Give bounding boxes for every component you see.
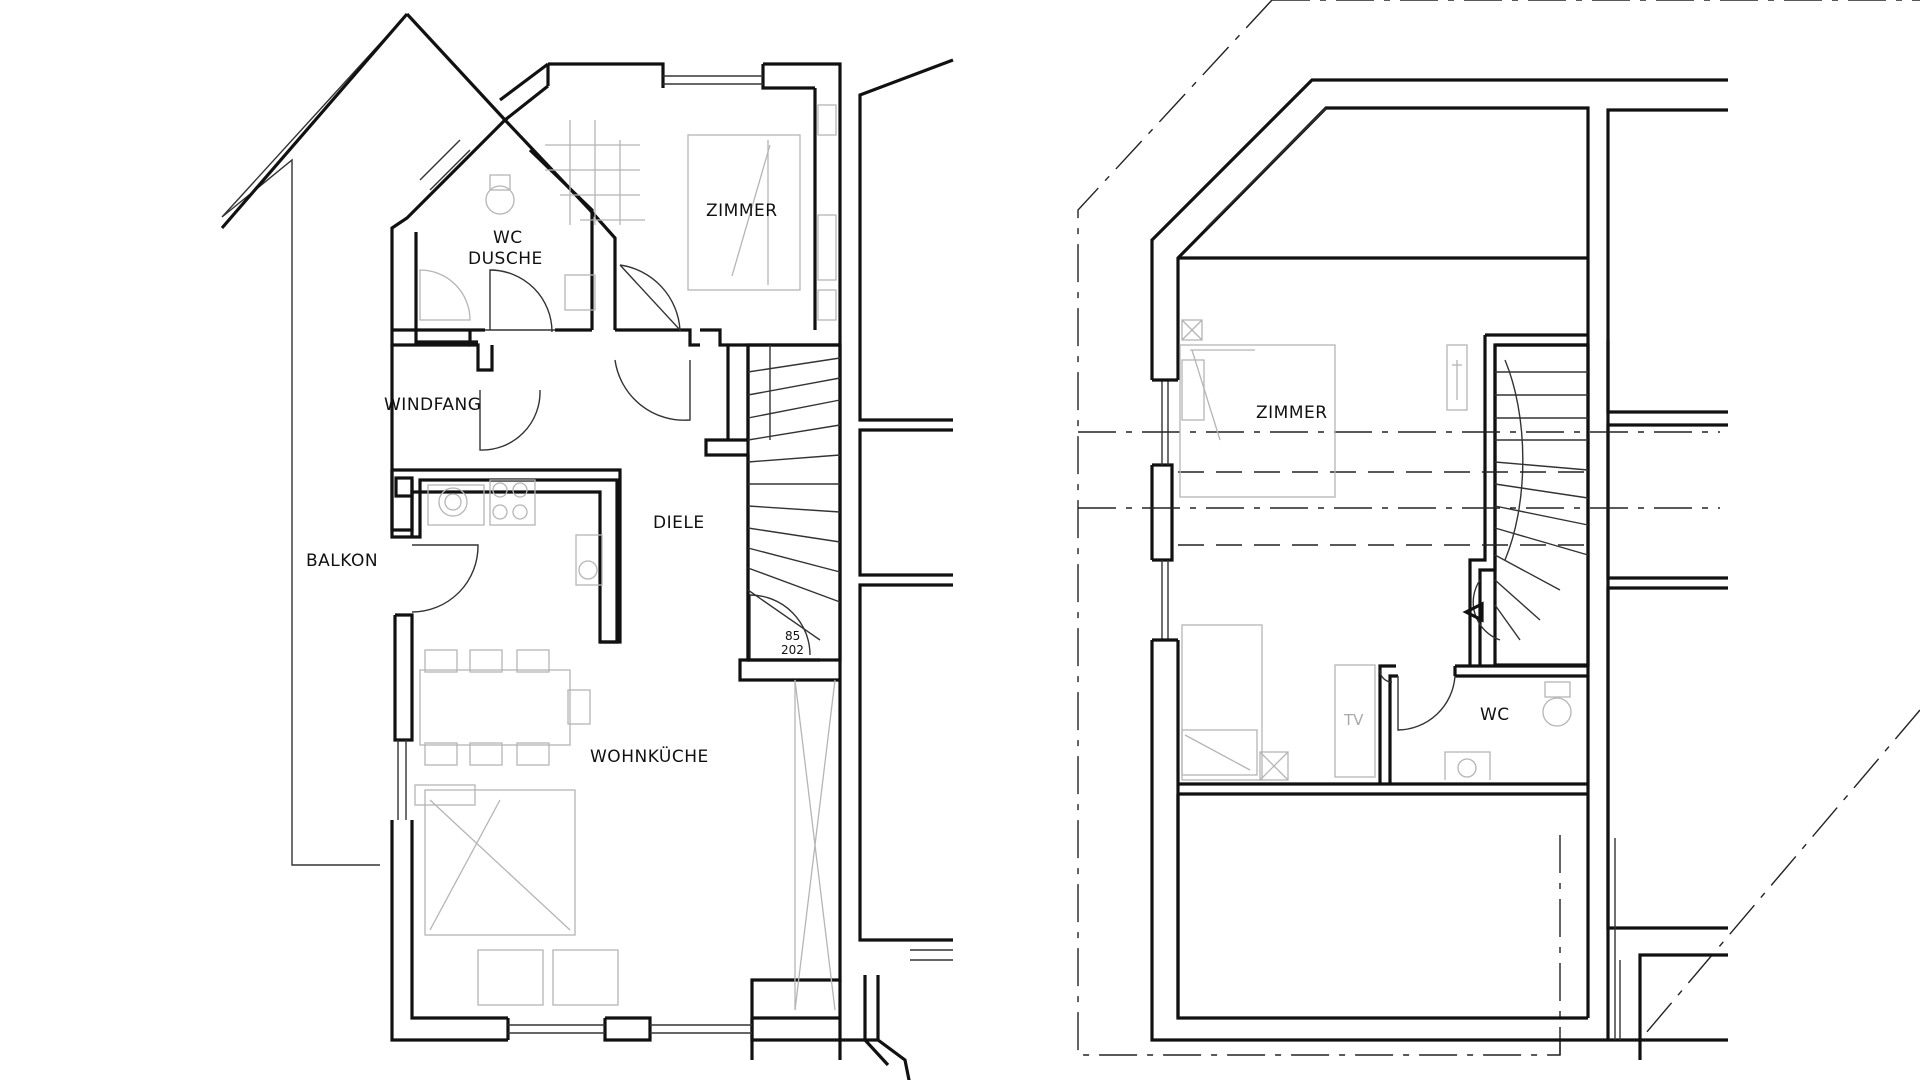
label-windfang: WINDFANG [384, 395, 481, 415]
label-zimmer-ground: ZIMMER [706, 201, 778, 221]
balcony-edge-inner [405, 12, 507, 122]
inner-walls [390, 328, 840, 682]
upper-inner-walls [1176, 333, 1588, 1018]
stove-burner-1 [438, 487, 468, 517]
outer-walls [390, 62, 911, 1080]
zimmer-door [619, 264, 681, 332]
upper-floor-plan: ZIMMER WC TV [1077, 0, 1920, 1060]
windfang-door [479, 389, 541, 451]
label-balkon: BALKON [306, 551, 378, 571]
bed-zimmer [687, 134, 801, 291]
ground-labels: WC DUSCHE ZIMMER WINDFANG DIELE BALKON W… [306, 201, 778, 767]
label-tv: TV [1343, 711, 1364, 729]
dining-table [419, 669, 571, 746]
upper-stairs [1462, 343, 1590, 667]
upper-labels: ZIMMER WC TV [1256, 403, 1510, 729]
neighbour-walls [858, 58, 954, 961]
stair-dimension-top: 85 [785, 629, 800, 643]
electric-panel [394, 476, 414, 498]
sink-wc [564, 274, 596, 311]
kitchen-sink [575, 534, 603, 586]
tv-unit [1334, 664, 1376, 778]
roof-outline [1077, 0, 1561, 1056]
label-wc-upper: WC [1480, 705, 1510, 725]
desk-upper [1181, 624, 1263, 781]
roof-outline-right [1639, 709, 1920, 1041]
shower-wc [419, 269, 471, 321]
label-zimmer-upper: ZIMMER [1256, 403, 1328, 423]
sink-upper [1444, 751, 1491, 780]
stair-dimension-bottom: 202 [781, 643, 804, 657]
label-dusche: DUSCHE [468, 249, 543, 269]
toilet-wc [485, 185, 515, 215]
axis-lines [1078, 431, 1720, 546]
balcony-edge [220, 12, 409, 230]
upper-wc-door [1397, 675, 1456, 731]
sofa-bed [424, 789, 576, 936]
label-wohnkueche: WOHNKÜCHE [590, 745, 709, 767]
ground-stairs: 85 202 [746, 343, 842, 662]
balcony-outline [221, 13, 408, 866]
upper-furniture [1179, 319, 1572, 781]
toilet-upper [1542, 697, 1572, 727]
upper-doors [1379, 669, 1456, 731]
label-diele: DIELE [653, 513, 705, 533]
ground-furniture [394, 104, 837, 1011]
upper-outer-walls [1150, 78, 1728, 1042]
diele-door [614, 359, 691, 421]
bed-upper [1179, 344, 1336, 498]
upper-neighbour-walls [1606, 108, 1728, 1060]
balkon-door [411, 544, 479, 613]
wc-door [489, 269, 553, 333]
label-wc: WC [493, 228, 523, 248]
ground-floor-plan: 85 202 [220, 12, 954, 1080]
